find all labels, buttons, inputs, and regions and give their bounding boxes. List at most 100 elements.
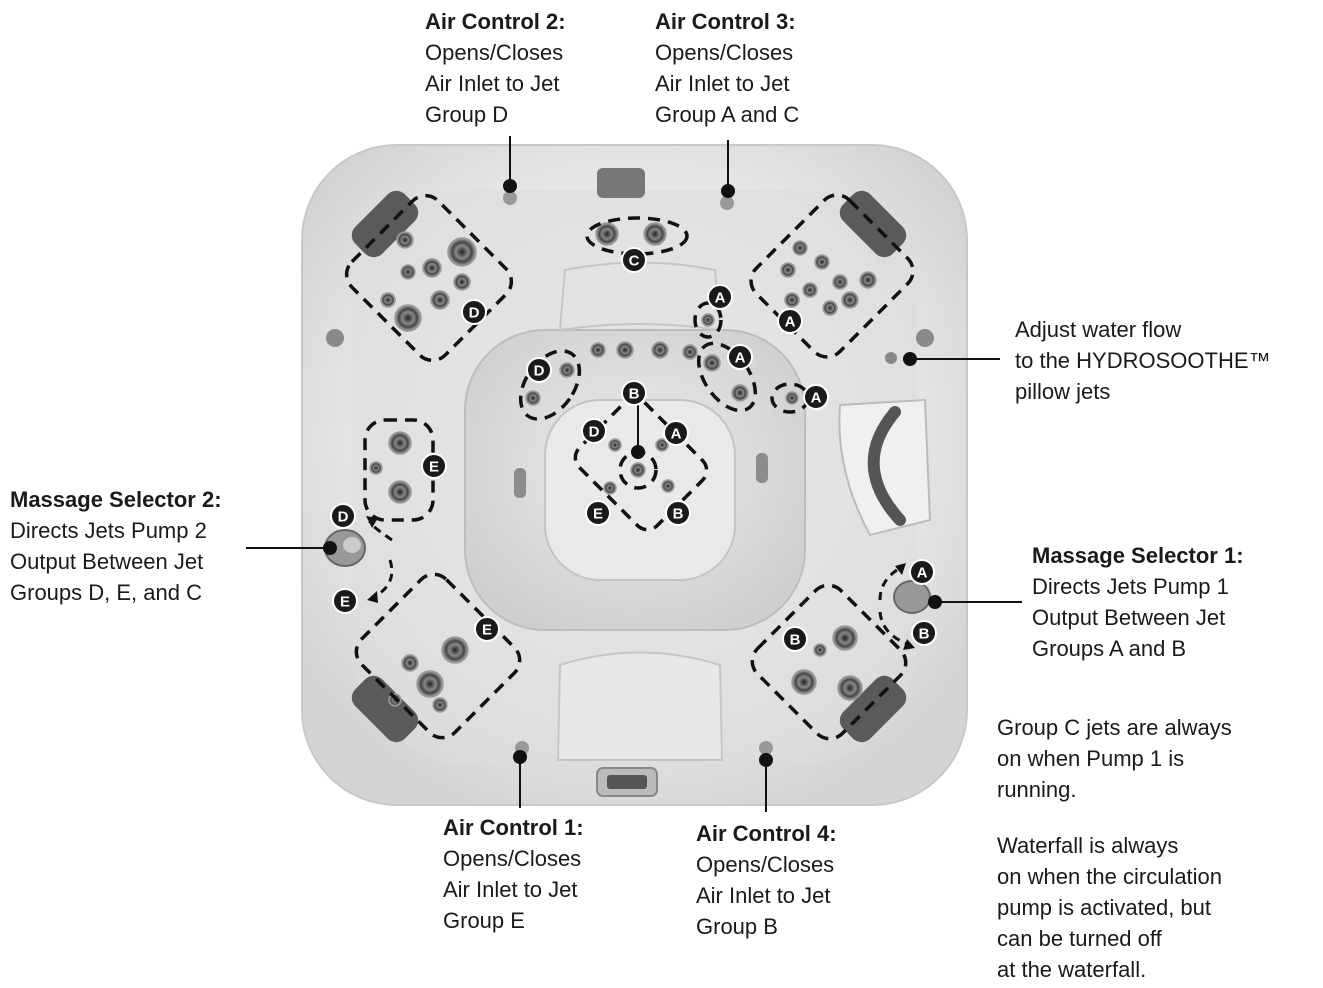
label-line: Group E: [443, 905, 584, 936]
jet-icon: [652, 342, 668, 358]
label-line: Air Inlet to Jet: [655, 68, 799, 99]
jet-icon: [423, 259, 441, 277]
jet-icon: [431, 291, 449, 309]
badge-letter: A: [671, 426, 682, 443]
air-control-4-knob: [759, 741, 773, 755]
group-b-badge: B: [666, 501, 690, 525]
label-air-control-1: Air Control 1: Opens/Closes Air Inlet to…: [443, 812, 584, 936]
group-e-badge: E: [422, 454, 446, 478]
badge-letter: B: [919, 626, 930, 643]
jet-icon: [397, 232, 413, 248]
group-d-badge: D: [527, 358, 551, 382]
badge-letter: A: [715, 290, 726, 307]
jet-icon: [370, 462, 382, 474]
jet-icon: [617, 342, 633, 358]
jet-icon: [803, 283, 817, 297]
label-title: Massage Selector 1:: [1032, 540, 1244, 571]
jet-icon: [838, 676, 862, 700]
badge-letter: E: [340, 594, 350, 611]
jet-icon: [842, 292, 858, 308]
pillow-flow-knob: [885, 352, 897, 364]
jet-icon: [683, 345, 697, 359]
group-a-badge: A: [804, 385, 828, 409]
control-panel-display: [607, 775, 647, 789]
jet-icon: [454, 274, 470, 290]
group-a-badge: A: [664, 421, 688, 445]
massage-selector-1: [894, 581, 930, 613]
badge-letter: A: [735, 350, 746, 367]
jet-icon: [786, 392, 798, 404]
label-pillow-flow: Adjust water flow to the HYDROSOOTHE™ pi…: [1015, 314, 1271, 407]
badge-letter: E: [429, 459, 439, 476]
label-title: Air Control 2:: [425, 6, 566, 37]
leader-dot: [503, 179, 517, 193]
bottom-step: [558, 653, 722, 761]
footwell-floor: [545, 400, 735, 580]
note-line: pump is activated, but: [997, 892, 1222, 923]
label-line: pillow jets: [1015, 376, 1271, 407]
group-d-badge: D: [462, 300, 486, 324]
label-line: Group B: [696, 911, 837, 942]
air-control-3-knob: [720, 196, 734, 210]
note-line: Group C jets are always: [997, 712, 1232, 743]
label-title: Air Control 3:: [655, 6, 799, 37]
badge-letter: C: [629, 253, 640, 270]
jet-icon: [596, 223, 618, 245]
jet-icon: [792, 670, 816, 694]
group-b-badge: B: [622, 381, 646, 405]
note-line: running.: [997, 774, 1232, 805]
jet-icon: [860, 272, 876, 288]
jet-icon: [389, 481, 411, 503]
jet-icon: [823, 301, 837, 315]
label-line: Directs Jets Pump 2: [10, 515, 222, 546]
jet-icon: [704, 355, 720, 371]
massage-selector-2-knob: [343, 537, 361, 553]
badge-letter: B: [673, 506, 684, 523]
jet-icon: [833, 275, 847, 289]
badge-letter: A: [917, 565, 928, 582]
label-massage-selector-1: Massage Selector 1: Directs Jets Pump 1 …: [1032, 540, 1244, 664]
jet-icon: [644, 223, 666, 245]
label-line: Adjust water flow: [1015, 314, 1271, 345]
side-light: [756, 453, 768, 483]
jet-icon: [814, 644, 826, 656]
air-control-2-knob: [503, 191, 517, 205]
leader-dot: [928, 595, 942, 609]
leader-dot: [721, 184, 735, 198]
badge-letter: D: [469, 305, 480, 322]
label-line: Groups A and B: [1032, 633, 1244, 664]
jet-icon: [417, 671, 443, 697]
jet-icon: [395, 305, 421, 331]
jet-icon: [448, 238, 476, 266]
label-line: Opens/Closes: [443, 843, 584, 874]
label-air-control-3: Air Control 3: Opens/Closes Air Inlet to…: [655, 6, 799, 130]
jet-icon: [732, 385, 748, 401]
label-line: Directs Jets Pump 1: [1032, 571, 1244, 602]
label-line: Opens/Closes: [425, 37, 566, 68]
label-line: Air Inlet to Jet: [443, 874, 584, 905]
jet-icon: [526, 391, 540, 405]
group-d-badge: D: [331, 504, 355, 528]
label-line: Opens/Closes: [655, 37, 799, 68]
label-line: Output Between Jet: [10, 546, 222, 577]
jet-icon: [560, 363, 574, 377]
badge-letter: A: [785, 314, 796, 331]
jet-icon: [591, 343, 605, 357]
label-line: Output Between Jet: [1032, 602, 1244, 633]
group-a-badge: A: [728, 345, 752, 369]
leader-dot: [323, 541, 337, 555]
group-d-badge: D: [582, 419, 606, 443]
leader-dot: [513, 750, 527, 764]
leader-dot: [903, 352, 917, 366]
note-line: can be turned off: [997, 923, 1222, 954]
note-line: on when Pump 1 is: [997, 743, 1232, 774]
label-title: Air Control 4:: [696, 818, 837, 849]
jet-icon: [781, 263, 795, 277]
jet-icon: [381, 293, 395, 307]
badge-letter: D: [589, 424, 600, 441]
badge-letter: B: [629, 386, 640, 403]
label-line: Air Inlet to Jet: [425, 68, 566, 99]
label-line: Group A and C: [655, 99, 799, 130]
jet-icon: [402, 655, 418, 671]
group-e-badge: E: [475, 617, 499, 641]
